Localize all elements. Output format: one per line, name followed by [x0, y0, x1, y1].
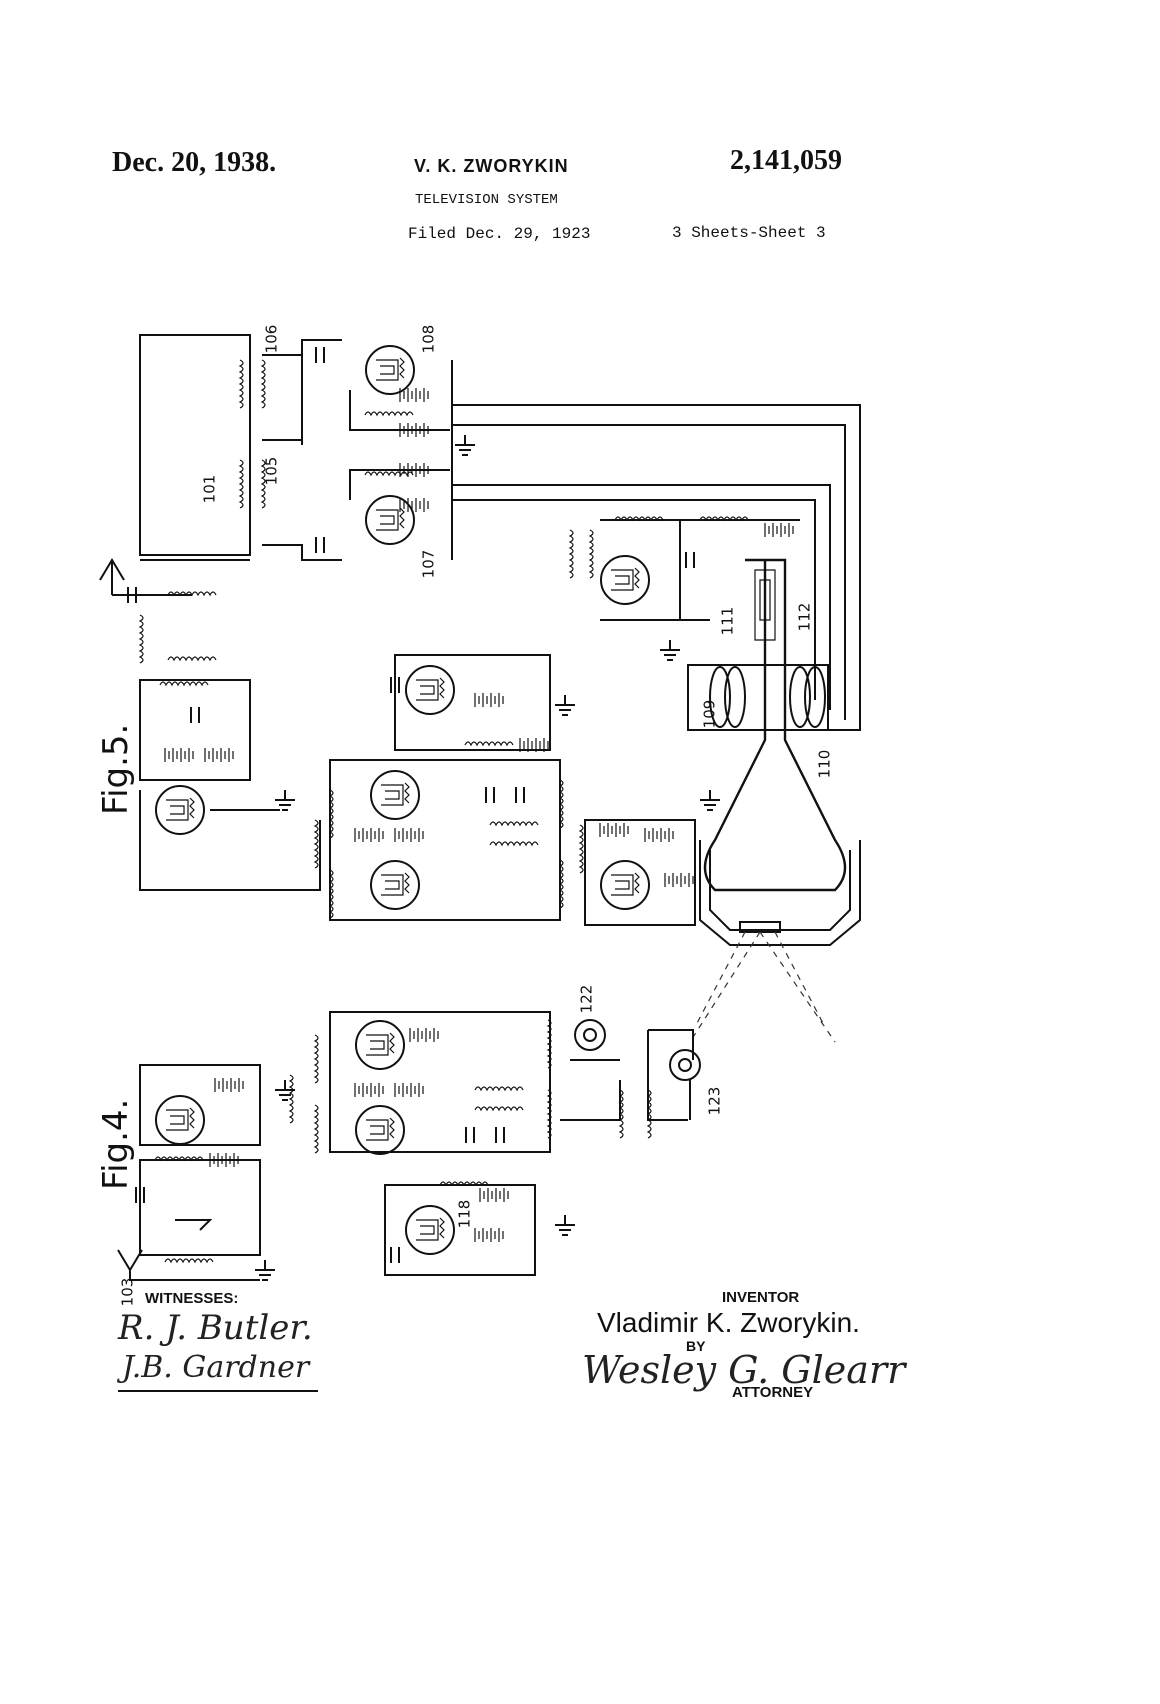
ref-numeral-106: 106 [262, 324, 281, 354]
ref-numeral-110: 110 [815, 749, 834, 779]
witness-underline [118, 1390, 318, 1392]
patent-date: Dec. 20, 1938. [112, 147, 277, 178]
ref-numeral-103: 103 [118, 1277, 137, 1307]
inventor-name: Vladimir K. Zworykin. [597, 1307, 860, 1338]
ref-numeral-108: 108 [419, 324, 438, 354]
sheet-count: 3 Sheets-Sheet 3 [672, 224, 826, 242]
witness-signature-1: R. J. Butler. [118, 1308, 313, 1348]
filed-date: Filed Dec. 29, 1923 [408, 225, 591, 243]
ref-numeral-112: 112 [795, 602, 814, 632]
attorney-label: ATTORNEY [732, 1384, 814, 1401]
attorney-signature: Wesley G. Glearr [582, 1348, 906, 1392]
figure-4-label: Fig.4. [96, 1098, 136, 1190]
patent-title: TELEVISION SYSTEM [415, 192, 558, 208]
ref-numeral-111: 111 [718, 606, 737, 636]
ref-numeral-118: 118 [455, 1199, 474, 1229]
ref-numeral-123: 123 [705, 1086, 724, 1116]
ref-numeral-101: 101 [200, 474, 219, 504]
inventor-label: INVENTOR [722, 1289, 800, 1306]
ref-numeral-105: 105 [262, 456, 281, 486]
ref-numeral-109: 109 [700, 699, 719, 729]
by-label: BY [686, 1338, 706, 1354]
witness-signature-2: J.B. Gardner [122, 1350, 310, 1385]
inventor-header: V. K. ZWORYKIN [414, 156, 569, 176]
patent-number: 2,141,059 [730, 145, 842, 176]
ref-numeral-122: 122 [577, 984, 596, 1014]
ref-numeral-107: 107 [419, 549, 438, 579]
witnesses-label: WITNESSES: [145, 1290, 239, 1307]
figure-5-label: Fig.5. [96, 723, 136, 815]
